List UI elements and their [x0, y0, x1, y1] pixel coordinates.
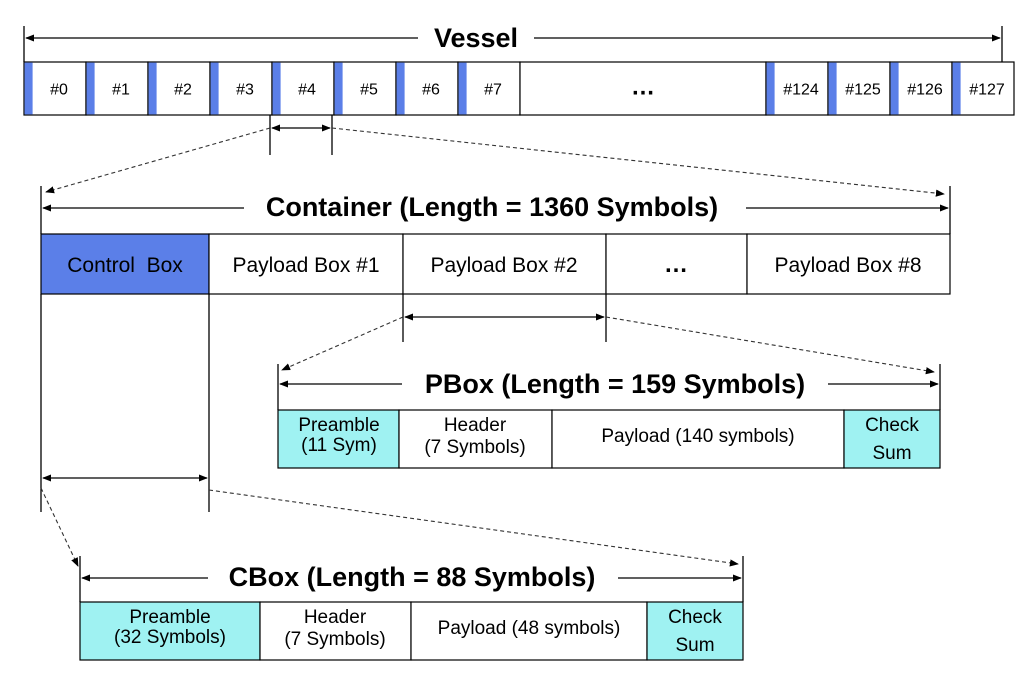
- pbox-payload-field: [551, 409, 845, 469]
- payload-box-1-label: Payload Box #1: [232, 254, 379, 277]
- vessel-slot-label: #4: [298, 82, 316, 99]
- pbox-checksum-line2: Sum: [872, 443, 911, 464]
- vessel-slot-marker: [148, 62, 157, 115]
- vessel-slot: [827, 61, 891, 116]
- cbox-zoom-dashed-right: [208, 489, 739, 567]
- payload-box-1: [208, 233, 404, 295]
- vessel-slot-row: #0 #1 #2 #3 #4 #5 #6 #7 … #124 #125 #126 #127: [23, 61, 1015, 116]
- vessel-slot: [765, 61, 829, 116]
- cbox-preamble-line2: (32 Symbols): [114, 627, 226, 648]
- cbox-payload-label: Payload (48 symbols): [438, 618, 621, 639]
- vessel-slot-marker: [890, 62, 899, 115]
- vessel-slot-label: #124: [783, 82, 819, 99]
- cbox-checksum-line2: Sum: [675, 635, 714, 656]
- pbox-zoom-dashed-right: [605, 316, 935, 375]
- cbox-checksum-field: [646, 601, 744, 661]
- vessel-slot-marker: [210, 62, 219, 115]
- cbox-checksum-line1: Check: [668, 607, 722, 628]
- payload-box-ellipsis: [605, 233, 748, 295]
- pbox-checksum-field: [843, 409, 941, 469]
- cbox-header-line1: Header: [304, 607, 367, 628]
- container-title: Container (Length = 1360 Symbols): [266, 192, 718, 222]
- cbox-preamble-field: [79, 601, 261, 661]
- vessel-slot-marker: [458, 62, 467, 115]
- cbox-zoom-dashed-left: [40, 487, 79, 567]
- container-to-cbox-zoom: [40, 294, 739, 567]
- vessel-slot-label: #1: [112, 82, 130, 99]
- payload-box-8-label: Payload Box #8: [774, 254, 921, 277]
- vessel-section: Vessel #0 #1 #2 #3 #4 #5 #6 #7 … #124 #125 #126 #127: [23, 23, 1015, 116]
- vessel-slot-marker: [86, 62, 95, 115]
- vessel-to-container-zoom: [45, 115, 945, 197]
- vessel-slot-marker: [828, 62, 837, 115]
- vessel-slot-marker: [952, 62, 961, 115]
- vessel-slot: [209, 61, 273, 116]
- vessel-slot-label: #126: [907, 82, 943, 99]
- vessel-slot-ellipsis: [519, 61, 767, 116]
- container-ellipsis: …: [664, 251, 688, 278]
- pbox-header-field: [398, 409, 553, 469]
- cbox-header-field: [259, 601, 412, 661]
- vessel-slot-marker: [334, 62, 343, 115]
- pbox-zoom-dashed-left: [281, 316, 404, 371]
- zoom-dashed-left: [45, 127, 271, 194]
- pbox-section: PBox (Length = 159 Symbols) Preamble (11…: [277, 364, 941, 469]
- vessel-slot: [951, 61, 1015, 116]
- zoom-dashed-right: [331, 127, 945, 197]
- vessel-slot-label: #5: [360, 82, 378, 99]
- pbox-header-line2: (7 Symbols): [424, 437, 525, 458]
- container-to-pbox-zoom: [281, 294, 935, 375]
- vessel-slot-marker: [24, 62, 33, 115]
- pbox-preamble-line2: (11 Sym): [301, 435, 377, 456]
- cbox-header-line2: (7 Symbols): [284, 629, 385, 650]
- payload-box-2: [402, 233, 607, 295]
- payload-box-8: [746, 233, 951, 295]
- pbox-preamble-field: [277, 409, 400, 469]
- container-section: Container (Length = 1360 Symbols) Contro…: [40, 186, 951, 295]
- pbox-preamble-line1: Preamble: [298, 415, 379, 436]
- vessel-slot-label: #2: [174, 82, 192, 99]
- pbox-payload-label: Payload (140 symbols): [601, 426, 794, 447]
- vessel-slot-label: #127: [969, 82, 1005, 99]
- vessel-slot-label: #7: [484, 82, 502, 99]
- pbox-title: PBox (Length = 159 Symbols): [425, 369, 805, 399]
- control-box: [40, 233, 210, 295]
- vessel-slot-label: #6: [422, 82, 440, 99]
- vessel-slot: [23, 61, 87, 116]
- vessel-slot: [85, 61, 149, 116]
- vessel-title: Vessel: [434, 23, 518, 53]
- vessel-slot-label: #125: [845, 82, 881, 99]
- cbox-preamble-line1: Preamble: [129, 607, 210, 628]
- vessel-slot: [147, 61, 211, 116]
- payload-box-2-label: Payload Box #2: [430, 254, 577, 277]
- vessel-slot-marker: [766, 62, 775, 115]
- vessel-ellipsis-label: …: [631, 74, 655, 101]
- pbox-checksum-line1: Check: [865, 415, 919, 436]
- pbox-header-line1: Header: [444, 415, 507, 436]
- vessel-slot-label: #0: [50, 82, 68, 99]
- control-box-label: Control Box: [67, 254, 183, 277]
- vessel-slot-marker: [396, 62, 405, 115]
- vessel-slot-label: #3: [236, 82, 254, 99]
- cbox-section: CBox (Length = 88 Symbols) Preamble (32 …: [79, 556, 744, 661]
- vessel-slot-marker: [272, 62, 281, 115]
- vessel-slot: [333, 61, 397, 116]
- cbox-title: CBox (Length = 88 Symbols): [229, 562, 596, 592]
- vessel-slot: [889, 61, 953, 116]
